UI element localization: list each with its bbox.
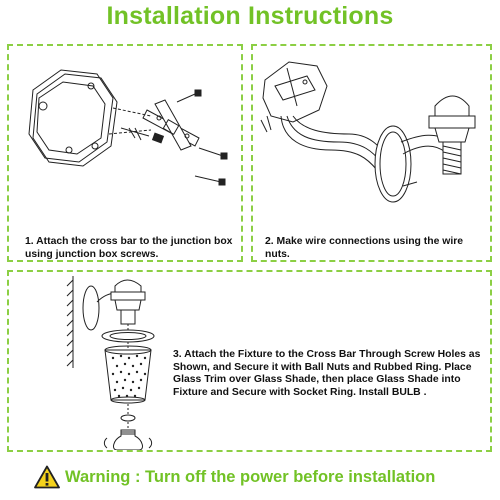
step-1-panel: 1. Attach the cross bar to the junction … bbox=[7, 44, 243, 262]
step-3-text: 3. Attach the Fixture to the Cross Bar T… bbox=[173, 349, 481, 398]
junction-box-crossbar-illustration bbox=[28, 69, 228, 186]
warning-bar: Warning : Turn off the power before inst… bbox=[0, 462, 500, 496]
fixture-assembly-illustration bbox=[66, 276, 155, 450]
warning-text: Warning : Turn off the power before inst… bbox=[65, 468, 436, 486]
page-title: Installation Instructions bbox=[106, 2, 394, 30]
warning-triangle-icon bbox=[34, 465, 60, 489]
step-1-text: 1. Attach the cross bar to the junction … bbox=[25, 236, 233, 260]
step-2-text: 2. Make wire connections using the wire … bbox=[265, 236, 464, 260]
step-3-panel: 3. Attach the Fixture to the Cross Bar T… bbox=[7, 270, 492, 452]
wire-connection-illustration bbox=[260, 61, 476, 203]
step-2-panel: 2. Make wire connections using the wire … bbox=[251, 44, 492, 262]
